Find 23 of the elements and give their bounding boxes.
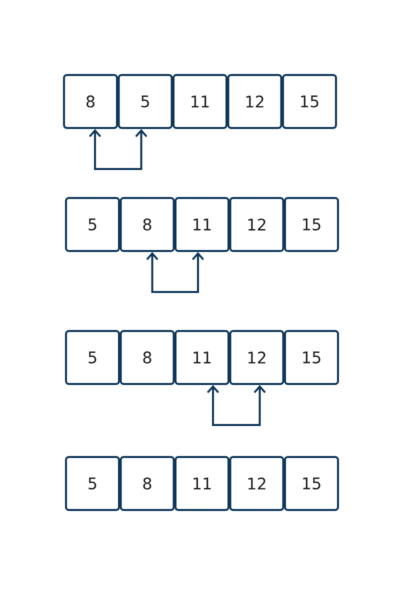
number-box: 11 bbox=[174, 456, 230, 511]
number-box: 15 bbox=[284, 197, 339, 252]
number-box: 12 bbox=[229, 197, 284, 252]
number-box: 12 bbox=[229, 456, 284, 511]
number-box: 8 bbox=[120, 197, 175, 252]
number-box: 12 bbox=[227, 74, 282, 129]
arrow bbox=[88, 128, 148, 170]
number-box: 5 bbox=[65, 456, 120, 511]
number-box: 5 bbox=[118, 74, 173, 129]
number-box: 8 bbox=[63, 74, 118, 129]
number-box: 11 bbox=[174, 197, 230, 252]
number-box: 5 bbox=[65, 330, 120, 385]
number-box: 15 bbox=[284, 456, 339, 511]
number-box: 11 bbox=[174, 330, 230, 385]
number-box: 5 bbox=[65, 197, 120, 252]
arrow bbox=[206, 384, 266, 426]
number-box: 8 bbox=[120, 456, 175, 511]
arrow bbox=[146, 252, 204, 293]
number-box: 8 bbox=[120, 330, 175, 385]
number-box: 12 bbox=[229, 330, 284, 385]
number-box: 11 bbox=[172, 74, 228, 129]
number-box: 15 bbox=[282, 74, 337, 129]
number-box: 15 bbox=[284, 330, 339, 385]
